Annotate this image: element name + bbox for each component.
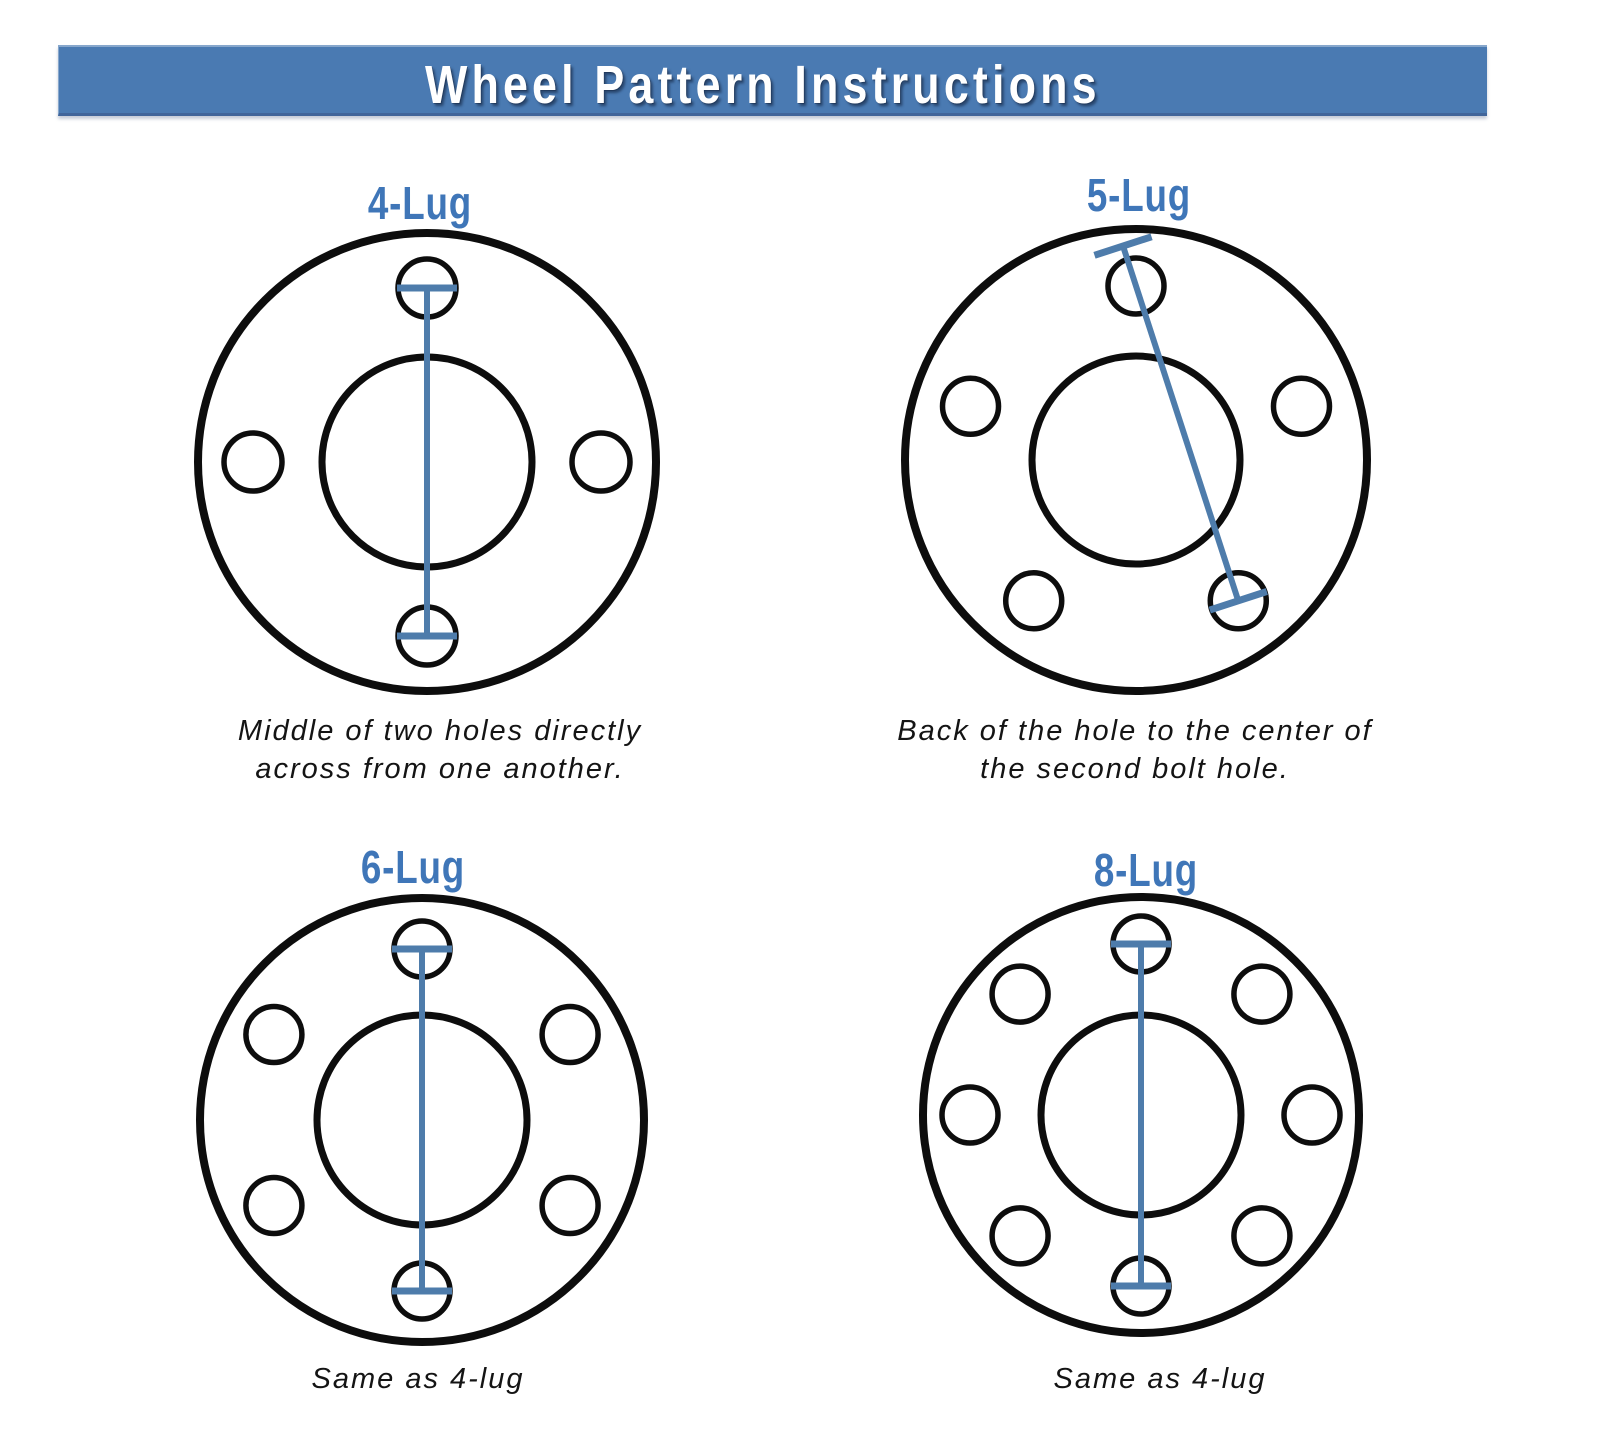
caption-line: Back of the hole to the center of	[897, 715, 1373, 747]
diagram-label-6-lug: 6-Lug	[348, 840, 478, 894]
lug-hole-6-lug	[243, 1174, 305, 1237]
lug-hole-5-lug	[1002, 570, 1065, 632]
outer-circle-8-lug	[919, 893, 1363, 1337]
lug-hole-8-lug	[1231, 1205, 1293, 1267]
lug-hole-5-lug	[1207, 570, 1270, 632]
diagram-caption-4-lug: Middle of two holes directly across from …	[238, 712, 642, 788]
diagram-label-8-lug: 8-Lug	[1081, 843, 1211, 897]
outer-circle-6-lug	[196, 894, 648, 1346]
lug-hole-8-lug	[989, 963, 1051, 1025]
diagram-label-text-4-lug: 4-Lug	[367, 177, 473, 229]
lug-hole-8-lug	[1281, 1084, 1343, 1146]
diagram-caption-6-lug: Same as 4-lug	[312, 1360, 525, 1398]
outer-circle-5-lug	[901, 225, 1371, 695]
caption-line: across from one another.	[255, 753, 625, 785]
lug-hole-8-lug	[1231, 963, 1293, 1025]
lug-hole-5-lug	[939, 375, 1002, 437]
diagram-label-text-8-lug: 8-Lug	[1093, 844, 1199, 896]
lug-hole-4-lug	[221, 430, 285, 494]
lug-hole-5-lug	[1105, 255, 1167, 317]
page-title: Wheel Pattern Instructions	[425, 55, 1101, 115]
diagram-label-text-6-lug: 6-Lug	[360, 841, 466, 893]
caption-line: Middle of two holes directly	[237, 715, 643, 747]
caption-line: Same as 4-lug	[1053, 1363, 1267, 1395]
diagram-caption-5-lug: Back of the hole to the center of the sec…	[897, 712, 1372, 788]
lug-hole-6-lug	[243, 1003, 305, 1066]
measurement-tick-end-5-lug	[1208, 588, 1268, 614]
lug-hole-6-lug	[539, 1174, 601, 1237]
diagram-label-5-lug: 5-Lug	[1074, 168, 1204, 222]
caption-line: Same as 4-lug	[311, 1363, 525, 1395]
hub-bore-5-lug	[1028, 352, 1244, 568]
lug-hole-8-lug	[989, 1205, 1051, 1267]
outer-circle-4-lug	[194, 229, 660, 695]
lug-hole-5-lug	[1270, 375, 1333, 437]
diagram-label-4-lug: 4-Lug	[355, 176, 485, 230]
diagram-caption-8-lug: Same as 4-lug	[1054, 1360, 1267, 1398]
header-banner: Wheel Pattern Instructions	[58, 45, 1487, 116]
caption-line: the second bolt hole.	[980, 753, 1290, 785]
lug-hole-6-lug	[539, 1003, 601, 1066]
lug-hole-4-lug	[569, 430, 633, 494]
lug-hole-8-lug	[939, 1084, 1001, 1146]
measurement-tick-start-5-lug	[1093, 233, 1153, 259]
diagram-label-text-5-lug: 5-Lug	[1086, 169, 1192, 221]
measurement-line-5-lug	[1120, 245, 1242, 602]
